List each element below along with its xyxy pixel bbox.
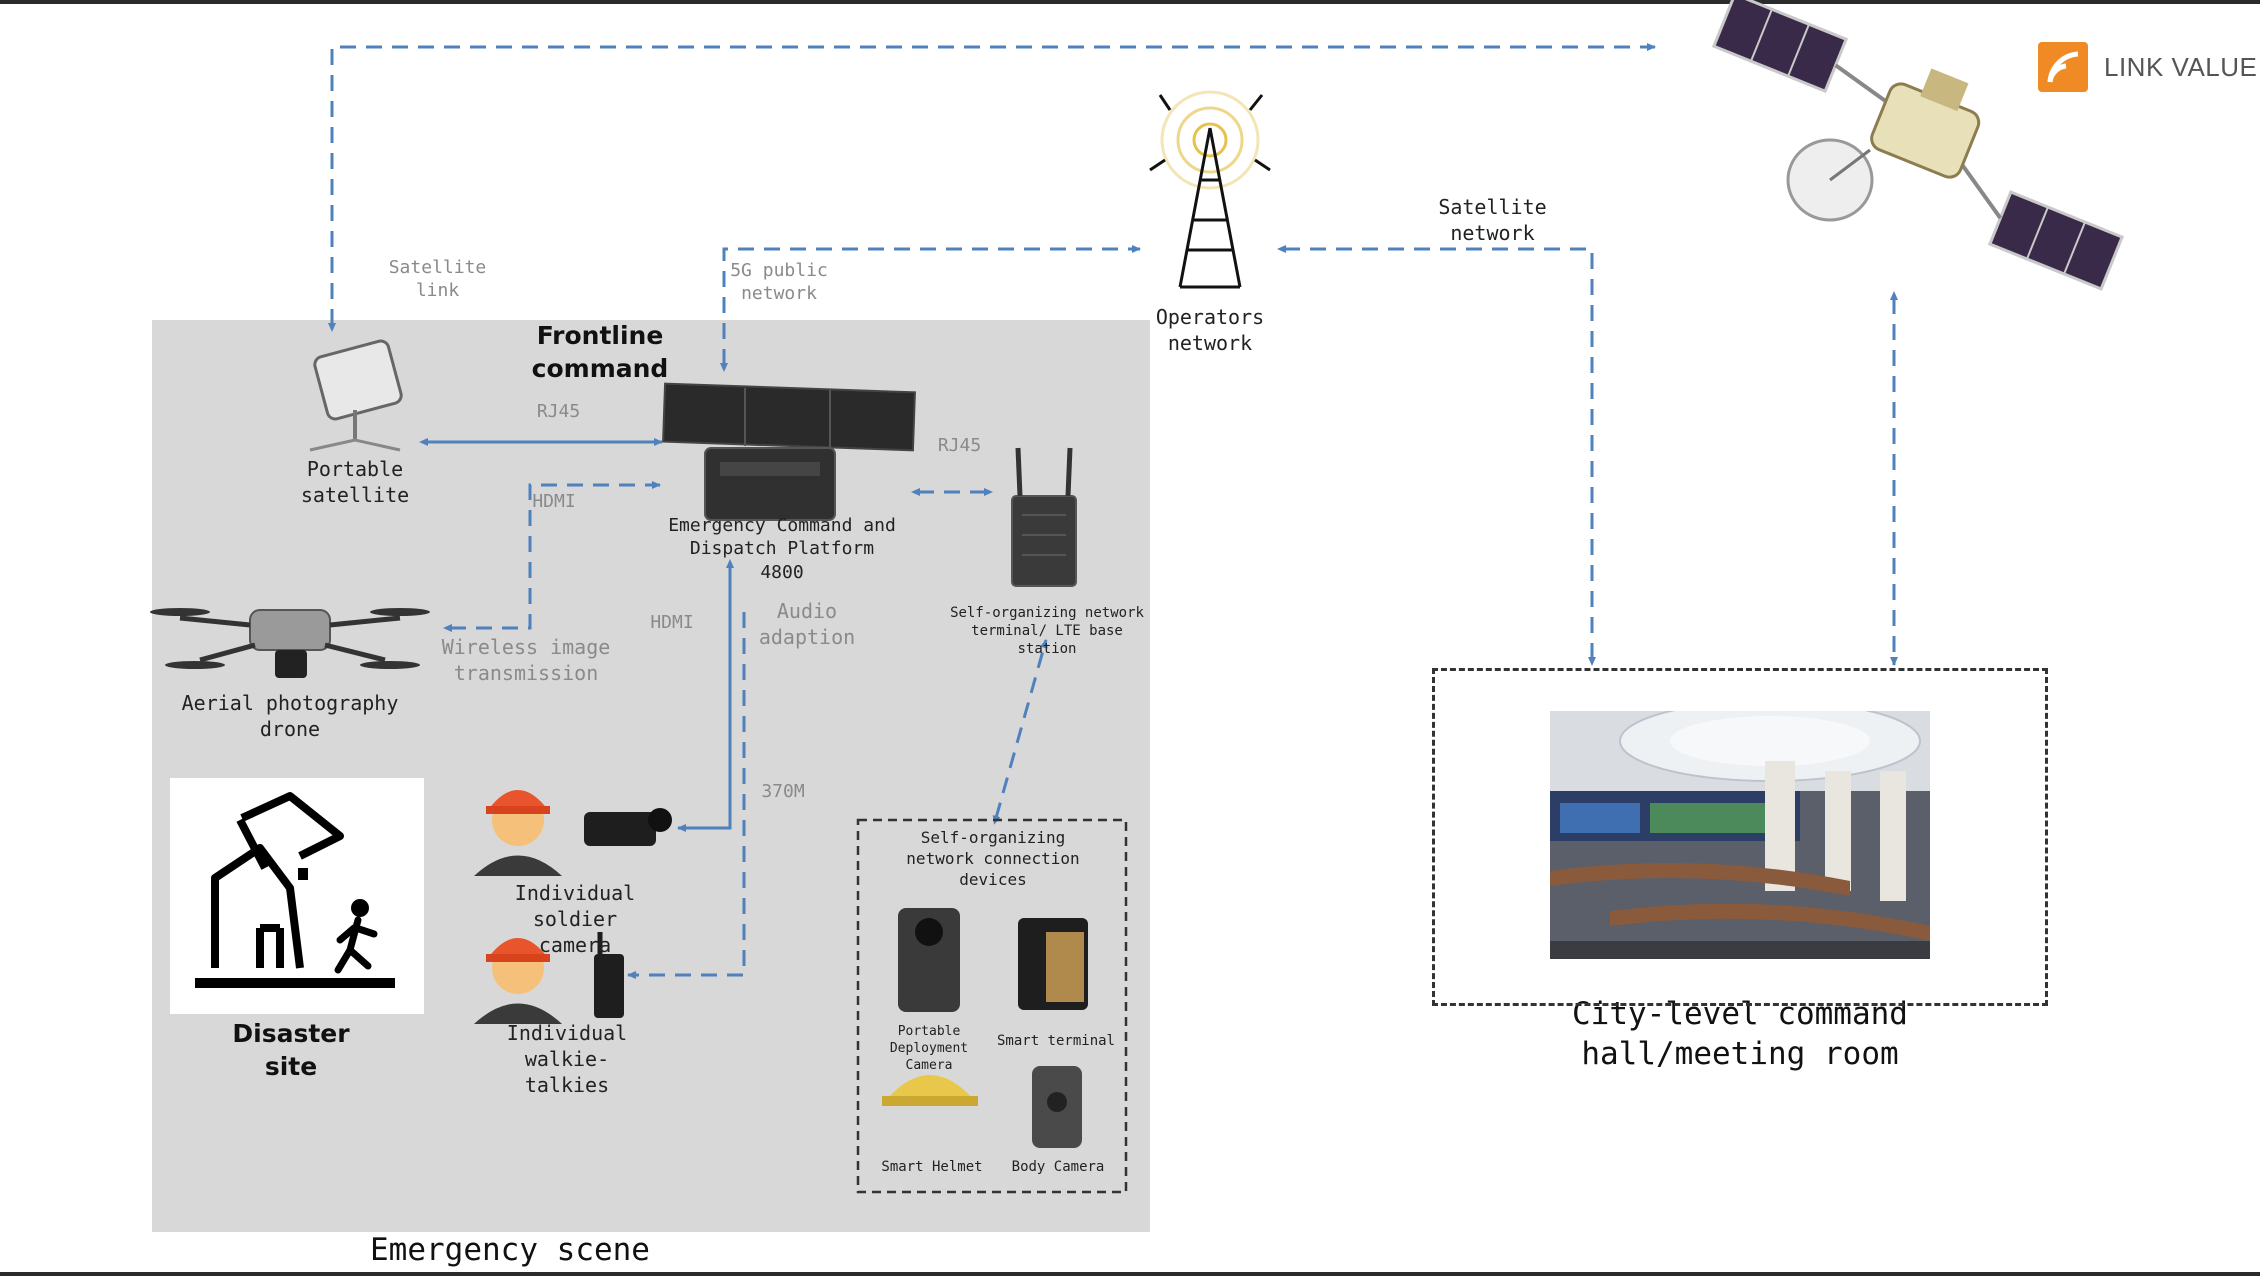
label-rj45-left: RJ45 [536,401,581,422]
city-hall-frame [1432,668,2048,1006]
label-audio-adaption: Audio adaption [758,599,856,649]
label-city-level-command-hall: City-level command hall/meeting room [1572,996,1908,1073]
label-individual-soldier-camera: Individual soldier camera [514,881,636,957]
label-rj45-right: RJ45 [937,435,982,456]
brand-logo: LINK VALUE [2038,40,2258,96]
label-satellite-network: Satellite network [1438,195,1547,245]
label-body-camera: Body Camera [1011,1159,1105,1175]
label-emergency-scene: Emergency scene [370,1232,650,1268]
label-frontline-command: Frontline command [531,321,669,383]
label-hdmi-top: HDMI [532,491,576,512]
label-disaster-site: Disaster site [232,1019,350,1081]
brand-name: LINK VALUE [2104,52,2258,82]
bottom-border [0,1272,2260,1276]
label-operators-network: Operators network [1155,305,1265,355]
label-aerial-photography-drone: Aerial photography drone [181,691,399,741]
label-smart-terminal: Smart terminal [996,1033,1115,1049]
command-hall-image [1550,700,1930,959]
label-individual-walkie-talkies: Individual walkie- talkies [506,1021,628,1097]
label-smart-helmet: Smart Helmet [881,1159,983,1175]
label-370m: 370M [761,781,805,802]
label-hdmi-mid: HDMI [650,612,694,633]
link-value-logo-icon [2038,42,2088,92]
label-5g-public-network: 5G public network [730,260,828,305]
label-portable-satellite: Portable satellite [300,457,410,507]
emergency-scene-area [152,320,1150,1232]
label-satellite-link: Satellite link [388,257,487,302]
label-emergency-command-platform: Emergency Command and Dispatch Platform … [668,515,896,583]
command-hall-photo [1550,700,1930,959]
top-border [0,0,2260,4]
label-wireless-image-transmission: Wireless image transmission [441,635,611,685]
label-self-organizing-terminal: Self-organizing network terminal/ LTE ba… [950,605,1144,658]
label-devices-title: Self-organizing network connection devic… [906,828,1080,889]
disaster-site-illustration [170,778,424,1014]
label-portable-deployment-camera: Portable Deployment Camera [889,1024,969,1073]
collapsed-house-icon [195,792,395,988]
